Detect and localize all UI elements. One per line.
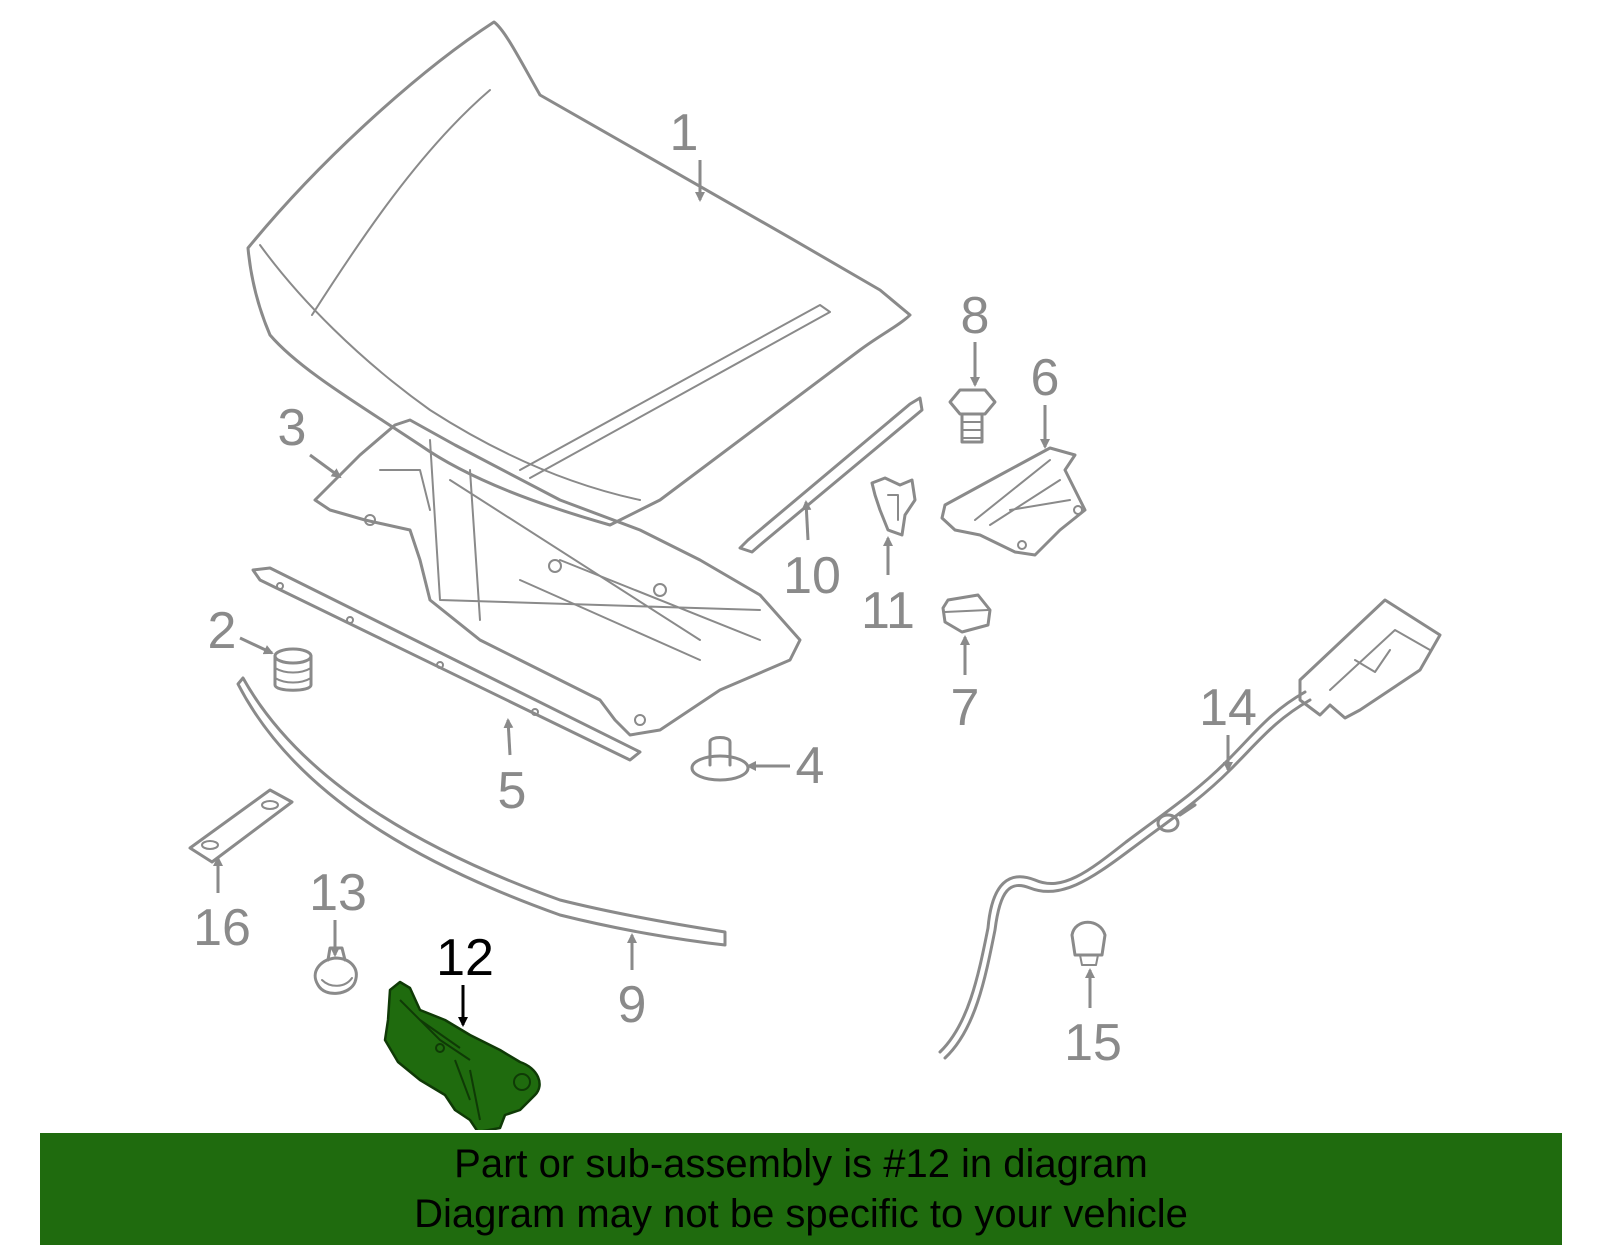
- callout-12: 12: [436, 929, 494, 987]
- bumper-stop[interactable]: [273, 647, 313, 692]
- release-cable[interactable]: [938, 598, 1442, 1060]
- callout-8: 8: [961, 287, 990, 345]
- weatherstrip[interactable]: [236, 676, 727, 947]
- callout-1: 1: [670, 104, 699, 162]
- parts-diagram: 1 2 3 4 5 6 7 8 9 10 11 12 13 14 15 16: [188, 20, 1442, 1130]
- banner-line-disclaimer: Diagram may not be specific to your vehi…: [414, 1192, 1188, 1236]
- prop-rod[interactable]: [738, 396, 924, 554]
- callout-15: 15: [1064, 1014, 1122, 1072]
- callout-7: 7: [951, 679, 980, 737]
- hood-hinge[interactable]: [940, 446, 1087, 557]
- cable-clip[interactable]: [1070, 920, 1107, 966]
- callout-3: 3: [278, 399, 307, 457]
- hinge-bolt[interactable]: [948, 388, 997, 444]
- callout-6: 6: [1031, 349, 1060, 407]
- callout-9: 9: [618, 976, 647, 1034]
- callout-11: 11: [861, 582, 915, 640]
- callout-10: 10: [783, 547, 841, 605]
- callout-2: 2: [208, 602, 237, 660]
- hinge-clip[interactable]: [870, 476, 917, 537]
- callout-16: 16: [193, 899, 251, 957]
- hood-seal-strip[interactable]: [251, 566, 642, 762]
- hood-latch-highlighted[interactable]: [383, 980, 541, 1130]
- callout-14: 14: [1199, 679, 1257, 737]
- bumper-cap[interactable]: [941, 593, 992, 634]
- callout-4: 4: [796, 737, 825, 795]
- callout-13: 13: [309, 864, 367, 922]
- hood-panel[interactable]: [246, 20, 912, 527]
- push-clip[interactable]: [690, 736, 750, 782]
- banner-line-part: Part or sub-assembly is #12 in diagram: [454, 1142, 1148, 1186]
- callout-5: 5: [498, 762, 527, 820]
- insulator-pad[interactable]: [188, 788, 294, 864]
- hood-inner-frame[interactable]: [313, 418, 802, 737]
- info-banner: Part or sub-assembly is #12 in diagram D…: [40, 1133, 1562, 1245]
